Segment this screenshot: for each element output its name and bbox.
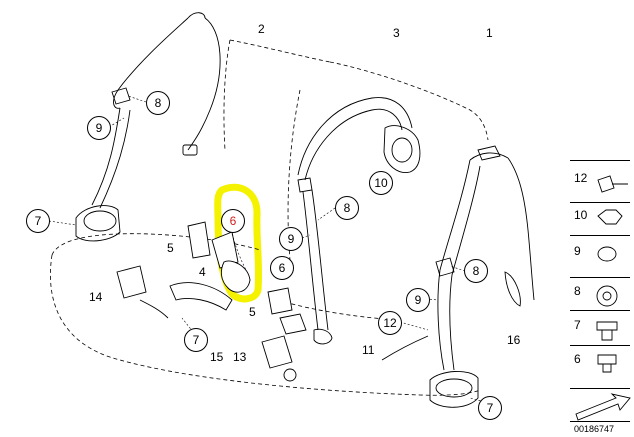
- callout-8-right: 8: [464, 259, 488, 283]
- label-part-4: 4: [199, 265, 206, 279]
- side-row-7: 7: [570, 310, 630, 345]
- screw-icon: [597, 175, 628, 193]
- nut-icon: [597, 209, 623, 225]
- callout-7-bottom: 7: [184, 328, 208, 352]
- washer-icon: [597, 246, 617, 262]
- buckle-parts: [116, 221, 429, 382]
- callout-10: 10: [369, 171, 393, 195]
- callout-12: 12: [378, 311, 402, 335]
- arrow-icon: [575, 393, 631, 421]
- side-label-8: 8: [574, 284, 581, 298]
- label-part-2: 2: [258, 22, 265, 36]
- seat-belt-assembly-left: [75, 12, 221, 242]
- bolt-icon: [596, 321, 618, 341]
- washer-inner-icon: [602, 291, 612, 301]
- side-row-8: 8: [570, 277, 630, 310]
- leader-lines: [48, 95, 493, 405]
- label-part-15: 15: [210, 350, 224, 364]
- callout-7-right: 7: [478, 396, 502, 420]
- label-part-5-upper: 5: [167, 241, 174, 255]
- highlight-outline: [214, 183, 263, 303]
- label-part-16: 16: [507, 333, 521, 347]
- side-part-icons: [575, 175, 631, 421]
- label-part-13: 13: [233, 350, 247, 364]
- callout-6-highlighted: 6: [221, 209, 245, 233]
- side-label-12: 12: [574, 171, 588, 185]
- side-row-12: 12: [570, 160, 630, 202]
- label-part-11: 11: [362, 343, 375, 357]
- side-row-arrow: [570, 388, 630, 422]
- bolt-small-icon: [597, 354, 617, 373]
- side-row-9: 9: [570, 235, 630, 277]
- side-row-10: 10: [570, 202, 630, 235]
- side-label-7: 7: [574, 318, 581, 332]
- callout-6-centre: 6: [270, 256, 294, 280]
- callout-8-left: 8: [146, 91, 170, 115]
- label-part-1: 1: [486, 26, 493, 40]
- label-part-14: 14: [89, 290, 103, 304]
- callout-9-left: 9: [87, 116, 111, 140]
- side-label-10: 10: [574, 208, 588, 222]
- label-part-5-lower: 5: [249, 305, 256, 319]
- callout-8-centre: 8: [335, 196, 359, 220]
- side-row-6: 6: [570, 345, 630, 388]
- callout-7-left: 7: [26, 209, 50, 233]
- seat-belt-assembly-centre: [297, 97, 421, 345]
- side-label-6: 6: [574, 352, 581, 366]
- seat-belt-assembly-right: [429, 145, 535, 408]
- label-part-3: 3: [393, 26, 400, 40]
- document-number: 00186747: [574, 424, 615, 434]
- callout-9-centre: 9: [279, 227, 303, 251]
- callout-9-right: 9: [406, 288, 430, 312]
- side-label-9: 9: [574, 244, 581, 258]
